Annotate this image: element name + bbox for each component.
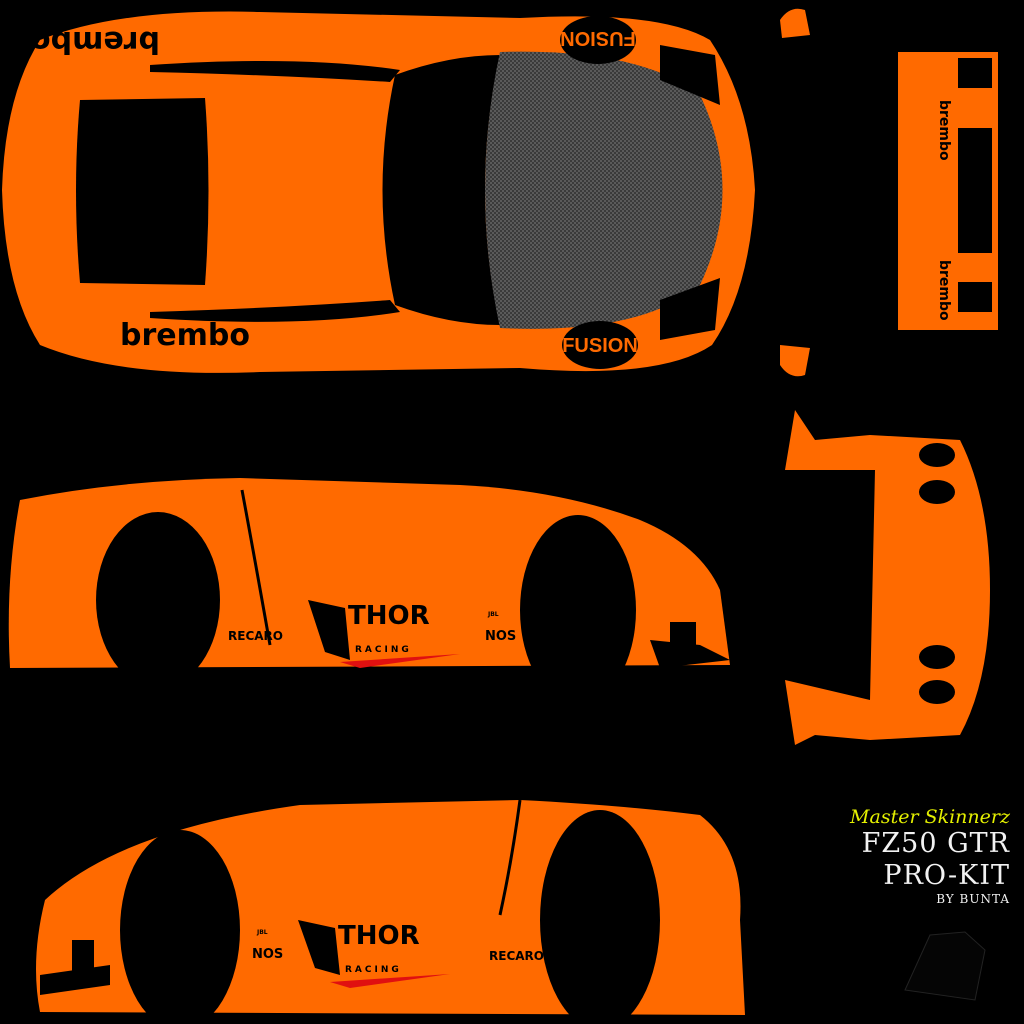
- brembo-decal: brembo: [30, 24, 160, 59]
- nos-decal: NOS: [252, 947, 283, 962]
- fusion-decal: FUSION: [562, 335, 638, 357]
- side-view-right: RECARO THOR RACING JBL NOS: [8, 478, 730, 705]
- recaro-decal: RECARO: [228, 629, 283, 643]
- racing-decal: RACING: [355, 645, 412, 655]
- thor-face-logo: [308, 600, 350, 660]
- jbl-decal: JBL: [256, 929, 268, 936]
- nos-decal: NOS: [485, 629, 516, 644]
- thor-decal: THOR: [348, 601, 430, 631]
- mirror: [780, 345, 810, 377]
- rear-bumper: [785, 410, 990, 745]
- byline: BY BUNTA: [936, 892, 1010, 906]
- skin-subtitle: PRO-KIT: [883, 860, 1010, 891]
- credits: Master Skinnerz FZ50 GTR PRO-KIT BY BUNT…: [850, 806, 1010, 906]
- recaro-decal: RECARO: [489, 949, 544, 963]
- carbon-hood: [485, 51, 723, 329]
- spare-part: [904, 931, 986, 1001]
- fusion-decal: FUSION: [560, 27, 636, 49]
- rear-wing: brembo brembo: [898, 52, 998, 330]
- headlight: [660, 45, 720, 105]
- side-view-left: JBL NOS THOR RACING RECARO: [36, 799, 745, 1024]
- brembo-decal: brembo: [936, 100, 952, 161]
- windshield: [382, 55, 500, 325]
- racing-decal: RACING: [345, 965, 402, 975]
- jbl-decal: JBL: [487, 611, 499, 618]
- author-group: Master Skinnerz: [850, 806, 1010, 828]
- headlight: [660, 278, 720, 340]
- mirror: [780, 8, 810, 38]
- skin-title: FZ50 GTR: [861, 828, 1010, 859]
- brembo-decal: brembo: [120, 318, 250, 353]
- thor-decal: THOR: [338, 921, 420, 951]
- top-view: brembo brembo FUSION FUSION: [2, 11, 755, 373]
- thor-face-logo: [298, 920, 340, 975]
- rear-window: [76, 98, 209, 285]
- brembo-decal: brembo: [936, 260, 952, 321]
